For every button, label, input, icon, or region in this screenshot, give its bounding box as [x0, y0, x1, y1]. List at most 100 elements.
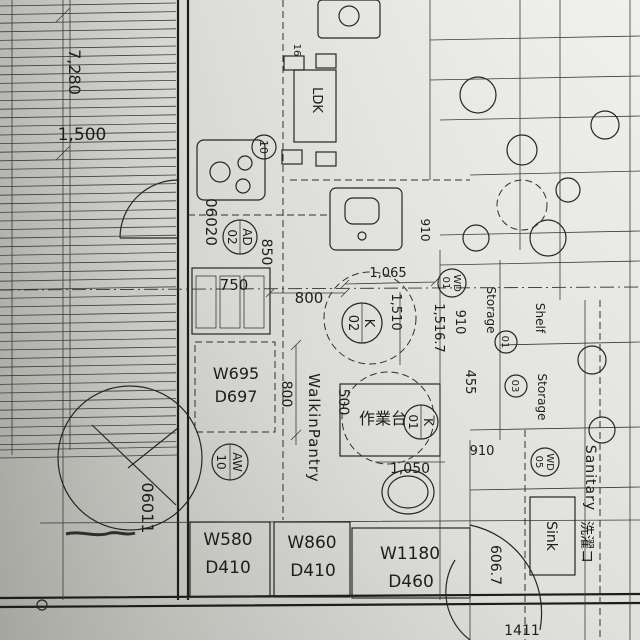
cabinet-depth: D410 [290, 561, 336, 581]
dashed-guides [188, 0, 601, 640]
island-dimension-500: 500 [335, 389, 351, 416]
fixture-circle [462, 224, 490, 252]
wd-tag-circle [530, 447, 560, 477]
tag-circle [251, 134, 277, 160]
door-arc [469, 524, 543, 631]
fixture-circle [459, 76, 497, 114]
k02-tag-number: 02 [345, 315, 360, 332]
fixture-circle [529, 219, 567, 257]
island-dimension-1065: 1,065 [369, 266, 406, 281]
dimension-850: 850 [258, 239, 274, 266]
aw-tag-code: AW [230, 452, 244, 472]
pantry-shelf-unit [191, 267, 271, 335]
burner [237, 155, 253, 171]
wd-tag-circle [437, 268, 467, 298]
kitchen-door-code: 06020 [202, 198, 220, 246]
room-number: 16 [291, 44, 302, 57]
wd-tag-code: WD [544, 453, 555, 471]
dimension-750: 750 [220, 276, 249, 294]
sink-box [529, 496, 576, 576]
k01-tag-number: 01 [406, 414, 420, 429]
pantry-dimension-lines [265, 288, 350, 445]
island-sink-bowl [387, 475, 429, 509]
tag-10-label: 10 [257, 140, 270, 154]
door-swing-lines [91, 424, 179, 506]
burner [209, 161, 231, 183]
counter-dimension: 910 [418, 219, 432, 242]
island-sink [381, 469, 435, 515]
cooktop [196, 139, 266, 201]
storage-tag-circle [504, 374, 528, 398]
pen-scribble [65, 531, 136, 537]
grid-line-horizontal [0, 286, 640, 291]
laundry-label: 洗濯コ [578, 521, 594, 563]
fixture-circle [496, 179, 548, 231]
chair [315, 151, 337, 167]
aw-tag-number: 10 [214, 454, 228, 469]
clearance-circle [341, 371, 435, 465]
fixture-circle [555, 177, 581, 203]
island-dimension-1050: 1,050 [390, 461, 430, 477]
deck-door-code: 06011 [138, 483, 157, 534]
sanitary-dimension-1411: 1411 [504, 623, 540, 639]
room-label: LDK [309, 87, 324, 113]
storage-tag-circle [494, 330, 518, 354]
wall-end-marker [36, 599, 48, 611]
door-swing-circle [57, 385, 203, 531]
door-arc [119, 179, 179, 239]
pantry-name: WalkinPantry [305, 373, 323, 483]
k02-tag-code: K [361, 319, 376, 328]
cabinet-depth: D460 [388, 572, 434, 592]
dining-table [293, 69, 337, 143]
sanitary-dimension-6067: 606.7 [487, 545, 503, 585]
dimension-800: 800 [295, 289, 324, 307]
cabinet-depth: D410 [205, 558, 251, 578]
cabinet [273, 521, 351, 598]
storage-tag-number: 03 [509, 380, 520, 393]
clearance-circle [323, 271, 417, 365]
burner [235, 178, 251, 194]
deck-dimension-lines [0, 0, 640, 600]
k01-tag-code: K [421, 418, 435, 427]
storage-label: Storage [535, 374, 549, 421]
fixture-circle [590, 110, 620, 140]
storage-tag-number: 01 [499, 336, 510, 349]
pantry-outline [194, 341, 276, 433]
pantry-width: W695 [213, 364, 259, 383]
deck-width-dimension: 1,500 [58, 125, 107, 145]
top-fixture-circle [338, 5, 360, 27]
cabinet-width: W1180 [380, 544, 440, 564]
shelf [195, 275, 217, 329]
wd-tag-number: 01 [440, 277, 451, 290]
pantry-depth: D697 [215, 387, 258, 406]
wd-tag-number: 05 [533, 456, 544, 469]
chair [281, 149, 303, 165]
shelf-label: Shelf [533, 303, 547, 334]
right-partition-lines [429, 0, 640, 640]
door-arc [445, 559, 471, 640]
shelf [243, 275, 265, 329]
cabinet-width: W860 [287, 533, 336, 553]
storage-dimension-910: 910 [452, 310, 467, 335]
cabinet-width: W580 [203, 530, 252, 550]
cabinet [189, 521, 271, 598]
exterior-walls [0, 0, 640, 609]
fixture-circle [588, 416, 616, 444]
sink-label: Sink [543, 521, 559, 552]
appliance-tag-number: 02 [225, 229, 239, 244]
chair [315, 53, 337, 69]
chair [283, 55, 305, 71]
kitchen-sink [344, 197, 380, 225]
island-dimension-1510: 1,510 [388, 293, 403, 330]
kitchen-counter [329, 187, 403, 251]
shelf [219, 275, 241, 329]
deck-length-dimension: 7,280 [65, 49, 84, 95]
fixture-circle [577, 345, 607, 375]
sanitary-dimension-910: 910 [470, 444, 495, 459]
island-name: 作業台 [359, 409, 407, 428]
pantry-dimension-800: 800 [278, 381, 294, 408]
sanitary-label: Sanitary [582, 445, 598, 511]
appliance-tag-code: AD [240, 228, 254, 245]
storage-dimension-455: 455 [462, 370, 477, 395]
